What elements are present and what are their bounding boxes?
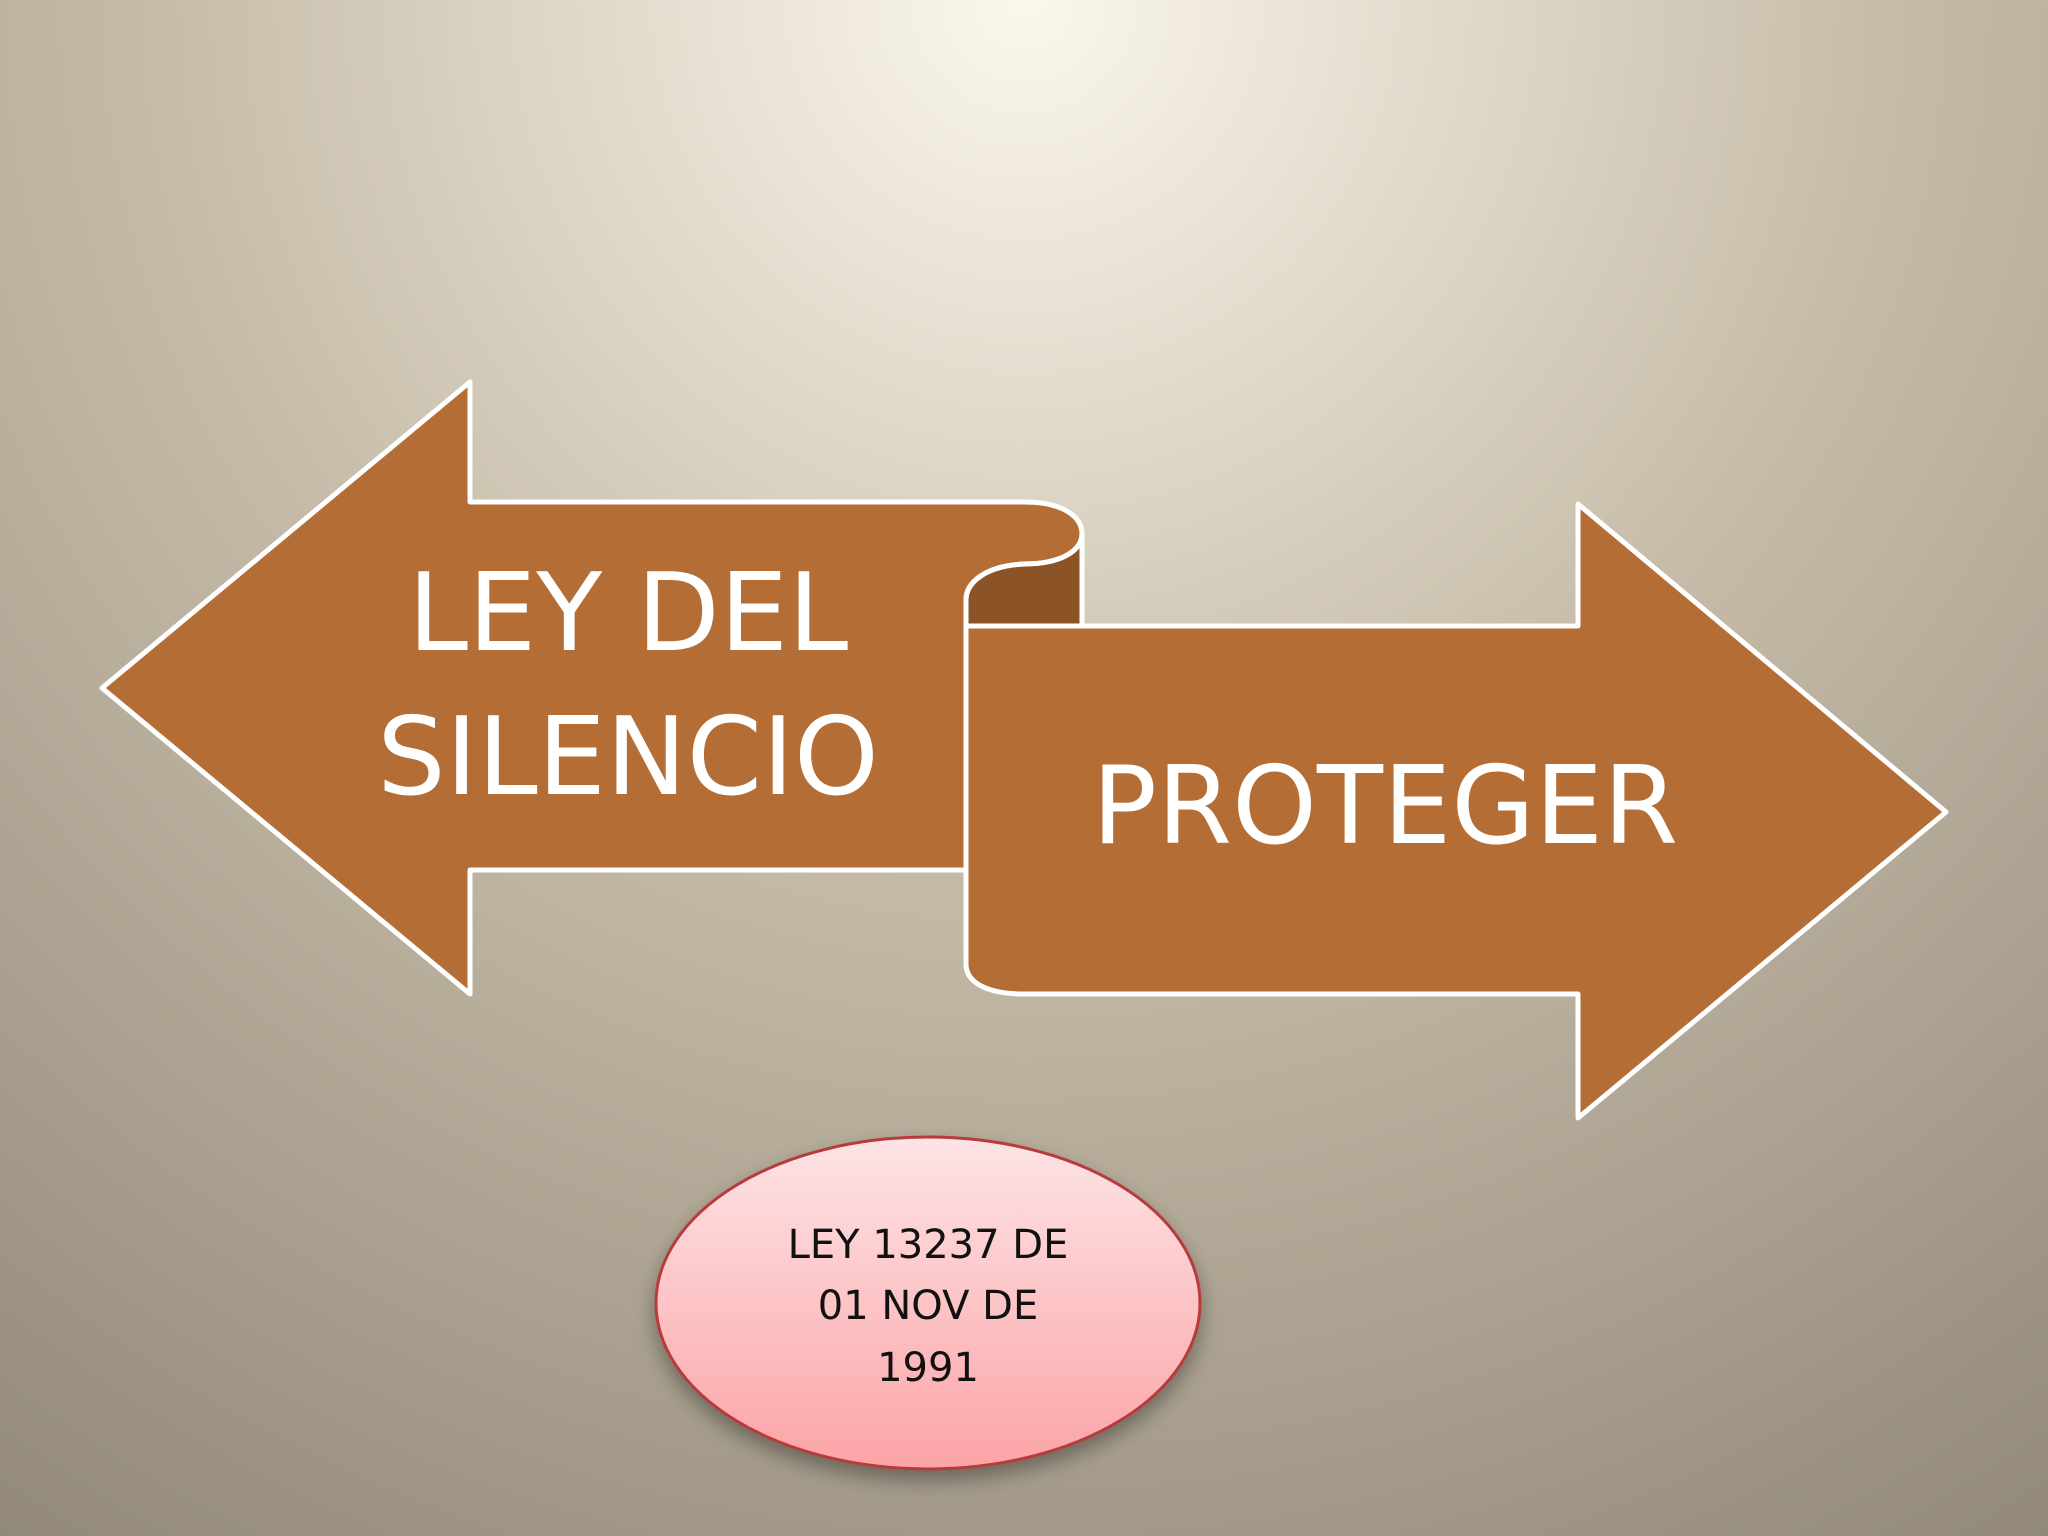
left-arrow-label-line2: SILENCIO (377, 695, 879, 820)
oval-line1: LEY 13237 DE (788, 1222, 1069, 1268)
left-arrow-label-line1: LEY DEL (408, 551, 848, 676)
law-oval (654, 1135, 1202, 1471)
oval-line2: 01 NOV DE (818, 1283, 1038, 1329)
oval-line3: 1991 (877, 1345, 979, 1391)
right-arrow-label: PROTEGER (1092, 744, 1678, 869)
right-arrow-shape (963, 501, 1949, 1121)
